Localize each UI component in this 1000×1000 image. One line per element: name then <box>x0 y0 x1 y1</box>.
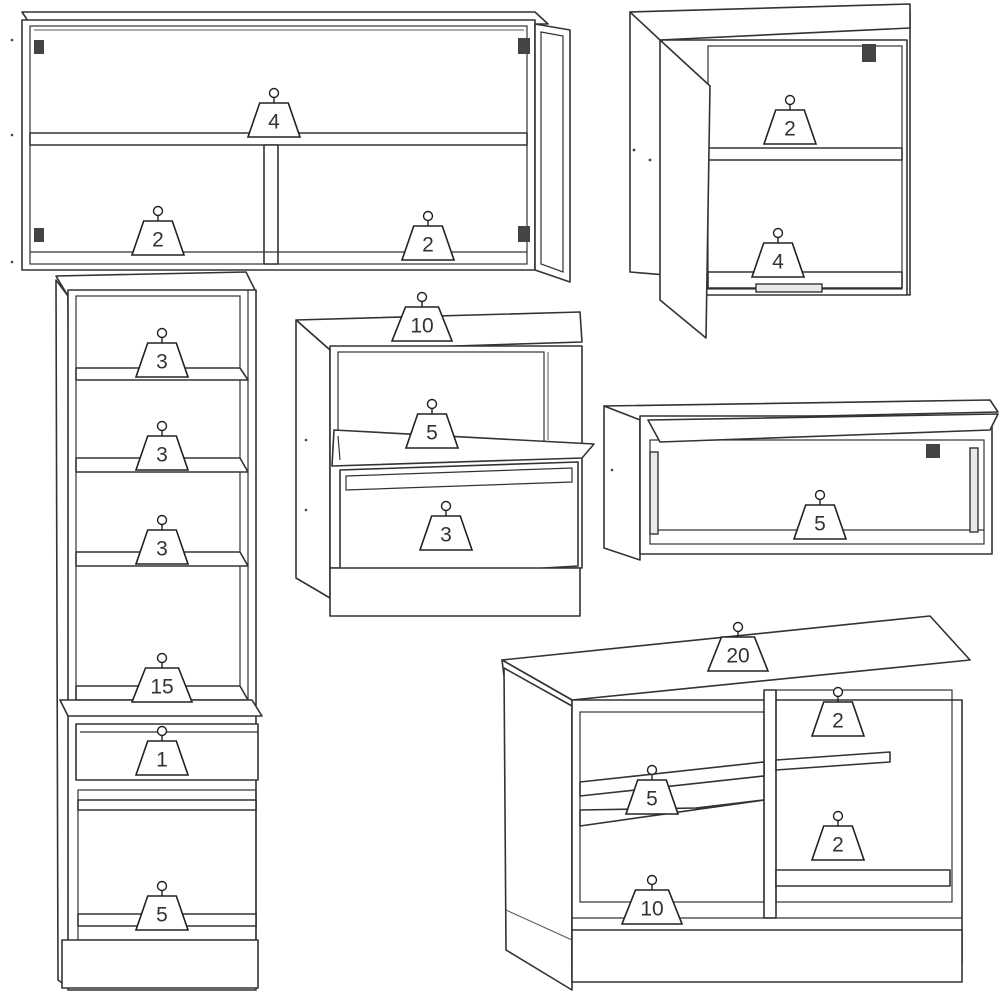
weight-icon: 1 <box>134 725 190 776</box>
wall-cabinet-single-door <box>629 3 911 339</box>
weight-icon: 2 <box>762 94 818 145</box>
tall-cabinet <box>55 271 263 991</box>
base-cabinet-drawer <box>295 311 595 617</box>
weight-label: 2 <box>152 229 164 252</box>
weight-label: 3 <box>156 538 168 561</box>
weight-label: 4 <box>772 251 784 274</box>
weight-icon: 2 <box>130 205 186 256</box>
weight-label: 5 <box>426 422 438 445</box>
weight-icon: 3 <box>134 514 190 565</box>
weight-label: 1 <box>156 749 168 772</box>
weight-label: 4 <box>268 111 280 134</box>
weight-icon: 5 <box>792 489 848 540</box>
weight-label: 2 <box>832 834 844 857</box>
weight-icon: 20 <box>706 621 770 672</box>
weight-icon: 4 <box>750 227 806 278</box>
base-cabinet-large <box>501 615 971 991</box>
weight-icon: 2 <box>810 686 866 737</box>
weight-icon: 3 <box>418 500 474 551</box>
weight-label: 3 <box>156 444 168 467</box>
weight-label: 10 <box>640 898 663 921</box>
weight-label: 15 <box>150 676 173 699</box>
wall-cabinet-lift-up <box>603 399 999 561</box>
wall-cabinet-two-door <box>10 11 571 283</box>
weight-label: 3 <box>440 524 452 547</box>
weight-label: 20 <box>726 645 749 668</box>
weight-icon: 5 <box>624 764 680 815</box>
weight-icon: 2 <box>810 810 866 861</box>
weight-label: 2 <box>422 234 434 257</box>
weight-icon: 10 <box>620 874 684 925</box>
weight-icon: 10 <box>390 291 454 342</box>
weight-label: 10 <box>410 315 433 338</box>
weight-icon: 3 <box>134 420 190 471</box>
weight-icon: 4 <box>246 87 302 138</box>
weight-label: 2 <box>832 710 844 733</box>
weight-icon: 5 <box>134 880 190 931</box>
weight-icon: 3 <box>134 327 190 378</box>
weight-label: 3 <box>156 351 168 374</box>
weight-label: 2 <box>784 118 796 141</box>
weight-label: 5 <box>814 513 826 536</box>
weight-icon: 2 <box>400 210 456 261</box>
weight-label: 5 <box>156 904 168 927</box>
weight-label: 5 <box>646 788 658 811</box>
weight-icon: 15 <box>130 652 194 703</box>
weight-icon: 5 <box>404 398 460 449</box>
